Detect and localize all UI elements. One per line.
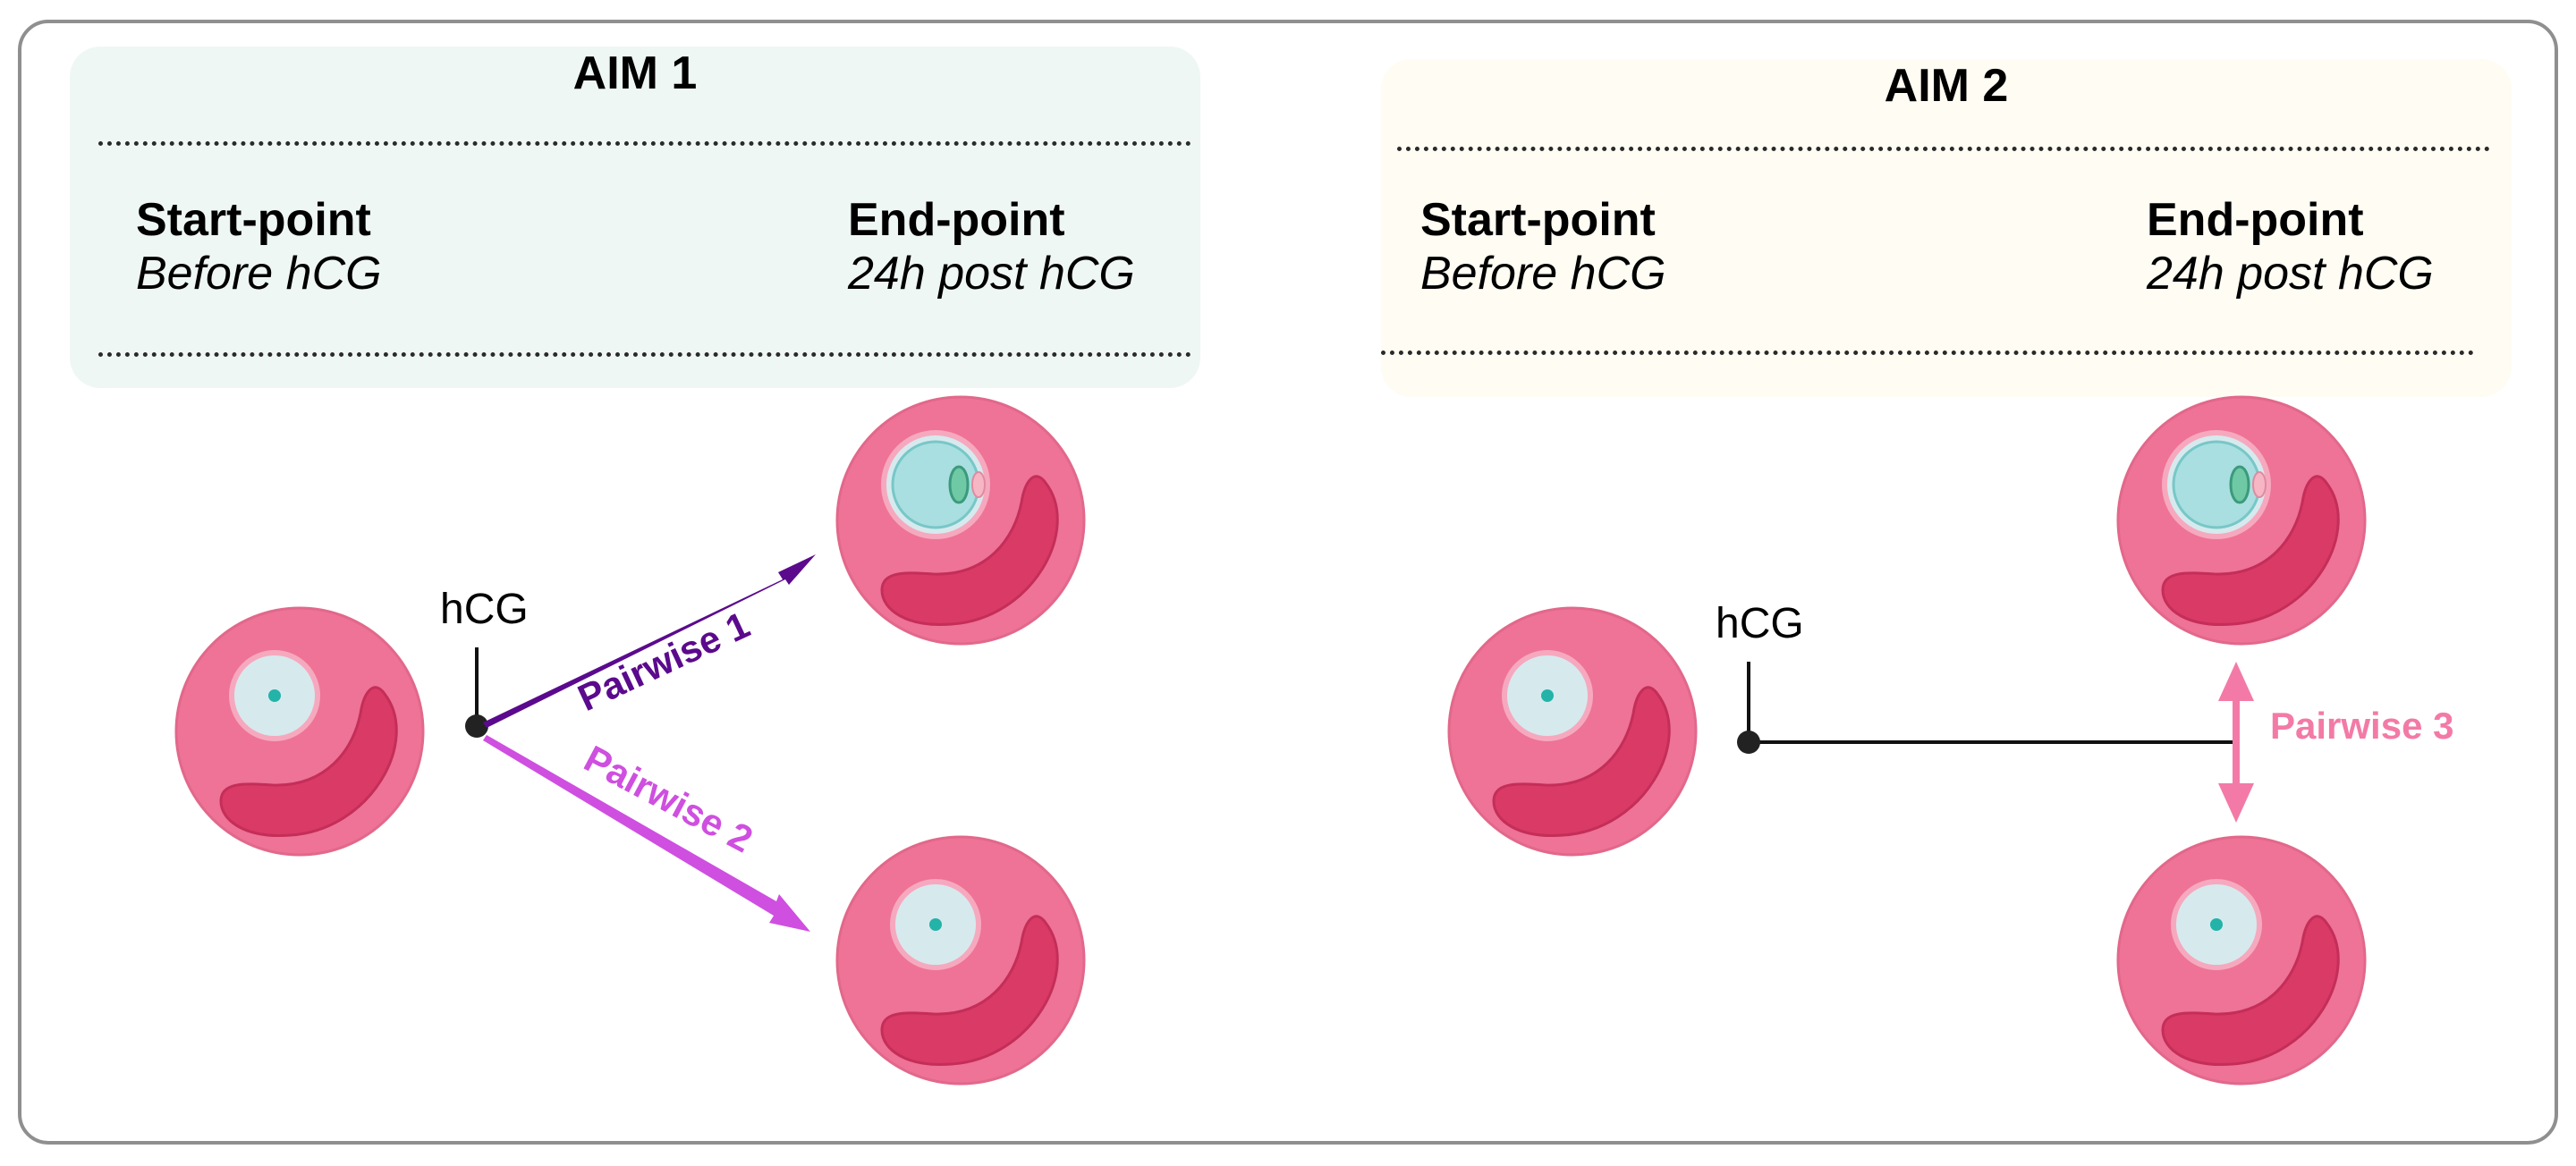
pairwise2-arrow	[483, 735, 810, 932]
pairwise3-label: Pairwise 3	[2270, 705, 2453, 747]
pairwise3-arrow-down	[2218, 783, 2254, 823]
aim1-panel: AIM 1 Start-point Before hCG End-point 2…	[70, 46, 1200, 388]
aim1-end-sub: 24h post hCG	[848, 248, 1135, 300]
aim1-start-label: Start-point	[136, 194, 371, 246]
aim2-panel: AIM 2 Start-point Before hCG End-point 2…	[1381, 59, 2512, 397]
aim2-end-label: End-point	[2147, 194, 2364, 246]
aim2-unovulated-cell	[2118, 837, 2365, 1084]
aim1-top-divider	[98, 141, 1191, 146]
aim1-end-label: End-point	[848, 194, 1065, 246]
aim2-hcg-dot	[1737, 731, 1760, 754]
aim2-start-sub: Before hCG	[1420, 248, 1666, 300]
aim1-start-sub: Before hCG	[136, 248, 382, 300]
aim2-ovulated-cell	[2118, 397, 2365, 644]
pairwise1-arrow	[483, 554, 816, 728]
aim2-start-cell	[1449, 608, 1696, 855]
aim1-unovulated-cell	[837, 837, 1084, 1084]
figure-frame	[18, 20, 2558, 1145]
aim2-hcg-label: hCG	[1716, 600, 1804, 647]
aim1-hcg-label: hCG	[440, 586, 529, 633]
aim2-top-divider	[1397, 147, 2490, 151]
aim2-bottom-divider	[1381, 351, 2474, 355]
pairwise3-arrow-up	[2218, 662, 2254, 701]
aim1-ovulated-cell	[837, 397, 1084, 644]
pairwise1-label: Pairwise 1	[572, 604, 756, 719]
aim1-start-cell	[176, 608, 423, 855]
aim1-bottom-divider	[98, 352, 1191, 357]
aim2-start-label: Start-point	[1420, 194, 1656, 246]
aim1-hcg-dot	[465, 714, 488, 738]
aim1-title: AIM 1	[572, 47, 698, 99]
aim2-end-sub: 24h post hCG	[2147, 248, 2434, 300]
aim2-title: AIM 2	[1884, 60, 2009, 112]
